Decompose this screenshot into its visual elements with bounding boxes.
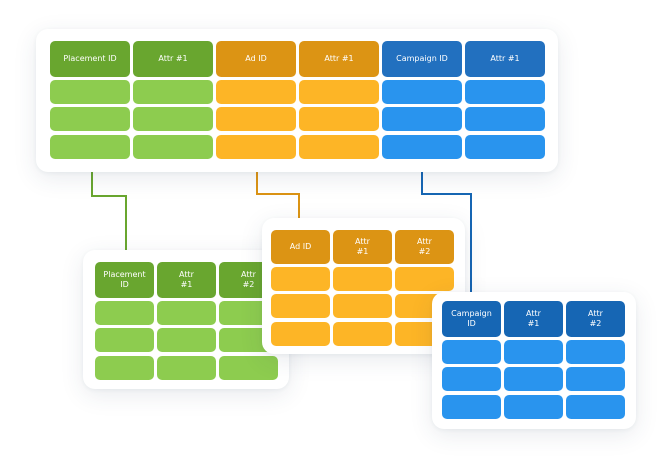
placement-header-attr1: Attr #1 [157,262,216,298]
table-cell [299,80,379,104]
table-cell [465,135,545,159]
table-cell [133,80,213,104]
table-cell [271,294,330,318]
table-cell [299,107,379,131]
table-cell [50,135,130,159]
table-cell [504,395,563,419]
table-cell [465,107,545,131]
table-cell [442,395,501,419]
table-cell [333,322,392,346]
main-table: Placement ID Attr #1 Ad ID Attr #1 Campa… [36,29,558,172]
main-header-placement-id: Placement ID [50,41,130,77]
main-header-ad-id: Ad ID [216,41,296,77]
table-cell [133,135,213,159]
table-cell [299,135,379,159]
table-cell [504,367,563,391]
ad-header-id: Ad ID [271,230,330,264]
placement-connector [91,160,127,262]
main-header-campaign-id: Campaign ID [382,41,462,77]
campaign-header-attr1: Attr #1 [504,301,563,337]
ad-header-attr1: Attr #1 [333,230,392,264]
table-cell [395,267,454,291]
ad-header-attr2: Attr #2 [395,230,454,264]
table-cell [504,340,563,364]
table-cell [133,107,213,131]
main-header-placement-attr1: Attr #1 [133,41,213,77]
table-cell [216,135,296,159]
placement-table: Placement ID Attr #1 Attr #2 [83,250,289,389]
table-cell [50,80,130,104]
table-cell [382,80,462,104]
table-cell [382,107,462,131]
table-cell [219,356,278,380]
table-cell [157,356,216,380]
table-cell [566,340,625,364]
table-cell [465,80,545,104]
table-cell [216,80,296,104]
table-cell [157,301,216,325]
table-cell [382,135,462,159]
campaign-table: Campaign ID Attr #1 Attr #2 [432,292,636,429]
ad-table: Ad ID Attr #1 Attr #2 [262,218,465,354]
table-cell [95,328,154,352]
table-cell [271,267,330,291]
table-cell [442,367,501,391]
table-cell [333,267,392,291]
table-cell [566,395,625,419]
campaign-header-attr2: Attr #2 [566,301,625,337]
placement-header-id: Placement ID [95,262,154,298]
table-cell [157,328,216,352]
table-cell [50,107,130,131]
table-cell [271,322,330,346]
main-header-campaign-attr1: Attr #1 [465,41,545,77]
campaign-header-id: Campaign ID [442,301,501,337]
main-header-ad-attr1: Attr #1 [299,41,379,77]
table-cell [216,107,296,131]
table-cell [95,301,154,325]
table-cell [566,367,625,391]
table-cell [333,294,392,318]
table-cell [95,356,154,380]
table-cell [442,340,501,364]
